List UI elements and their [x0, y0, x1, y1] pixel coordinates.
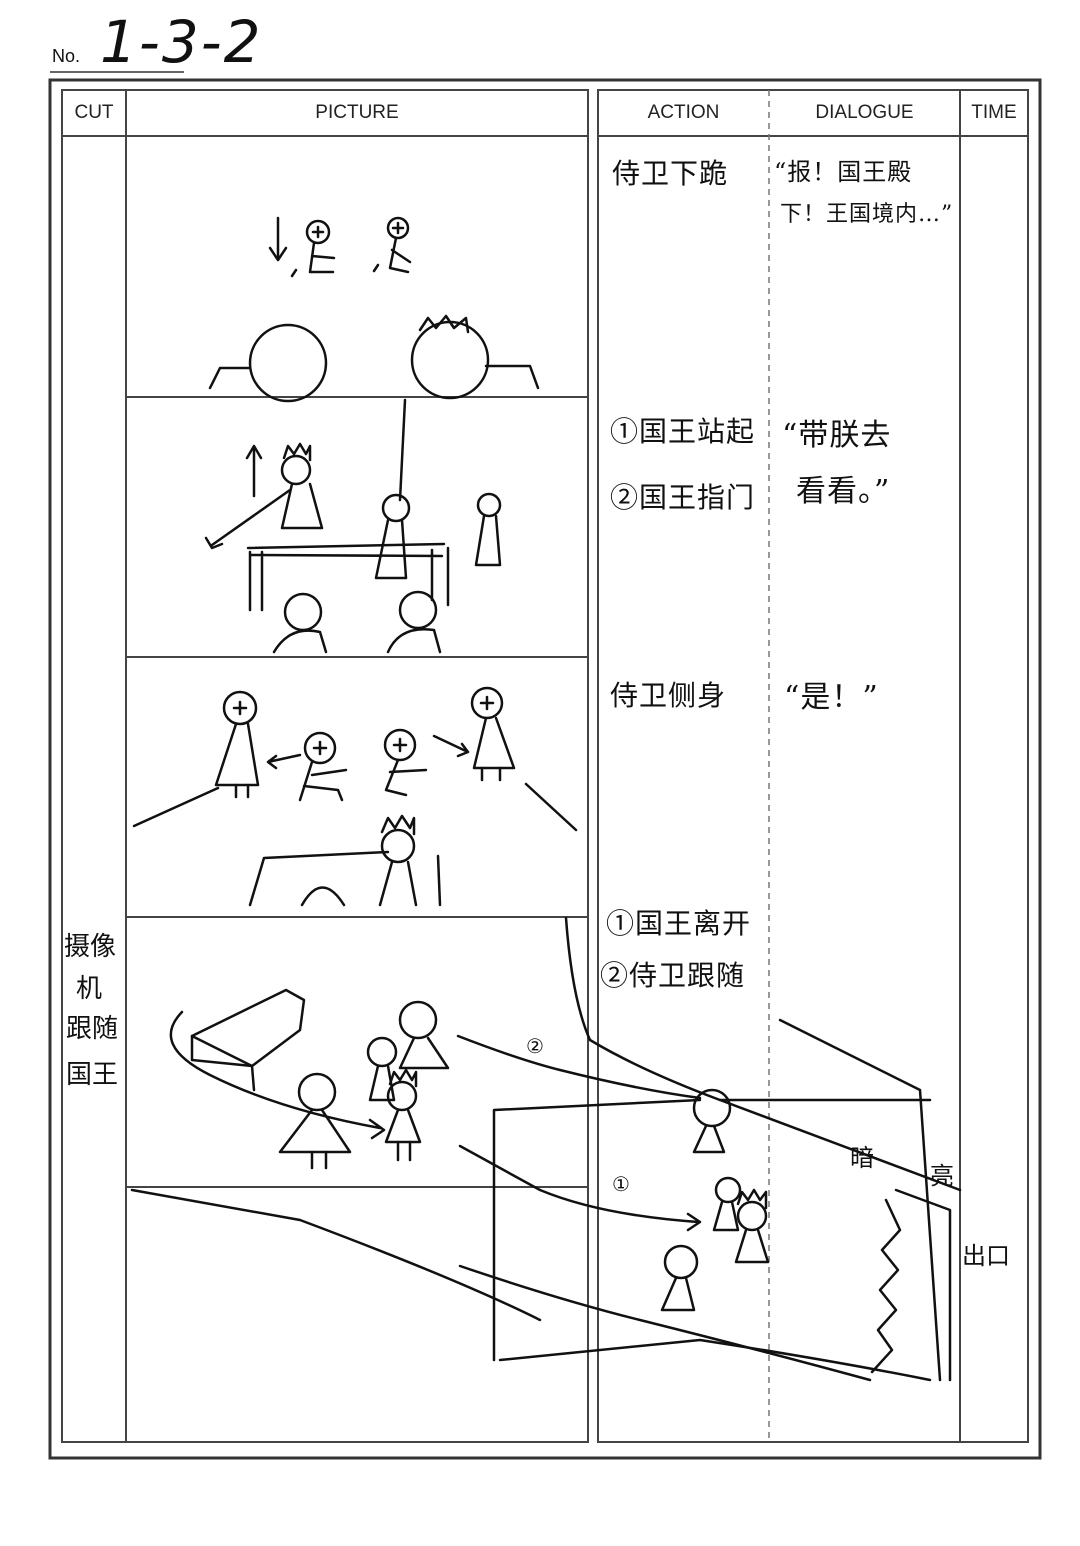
label-dark: 暗	[850, 1144, 874, 1172]
dialogue-row-2-line-2: 看看。”	[796, 474, 891, 509]
sheet-number-value: 1-3-2	[100, 8, 263, 76]
panel-3-sketch	[132, 686, 578, 907]
dialogue-row-1-line-1: “报！国王殿	[774, 158, 913, 186]
action-row-3: 侍卫侧身	[610, 679, 727, 712]
panel-2-sketch	[204, 398, 502, 654]
doorway-sketch	[130, 916, 962, 1382]
header-dialogue: DIALOGUE	[815, 102, 914, 123]
action-row-2-line-2: ②国王指门	[610, 481, 756, 514]
action-row-1: 侍卫下跪	[612, 157, 729, 190]
label-exit: 出口	[962, 1242, 1010, 1270]
label-step-2: ②	[526, 1034, 544, 1058]
header-picture: PICTURE	[315, 102, 399, 123]
dialogue-row-1-line-2: 下！王国境内…”	[780, 202, 954, 227]
action-row-2-line-1: ①国王站起	[610, 415, 756, 448]
header-cut: CUT	[74, 102, 114, 123]
cut-note-line-1: 摄像	[64, 932, 117, 962]
header-action: ACTION	[647, 102, 720, 123]
panel-4-sketch	[169, 988, 702, 1232]
cut-note-line-4: 国王	[66, 1060, 119, 1090]
label-bright: 亮	[930, 1162, 954, 1190]
action-row-4-line-1: ①国王离开	[606, 907, 752, 940]
cut-note-line-3: 跟随	[66, 1014, 119, 1044]
header-time: TIME	[971, 102, 1017, 123]
label-step-1: ①	[612, 1172, 630, 1196]
panel-1-sketch	[208, 216, 540, 403]
cut-note-line-2: 机	[76, 974, 103, 1004]
dialogue-row-3: “是！”	[784, 680, 879, 715]
action-row-4-line-2: ②侍卫跟随	[600, 959, 746, 992]
dialogue-row-2-line-1: “带朕去	[782, 418, 892, 453]
sheet-number-label: No.	[52, 46, 81, 66]
